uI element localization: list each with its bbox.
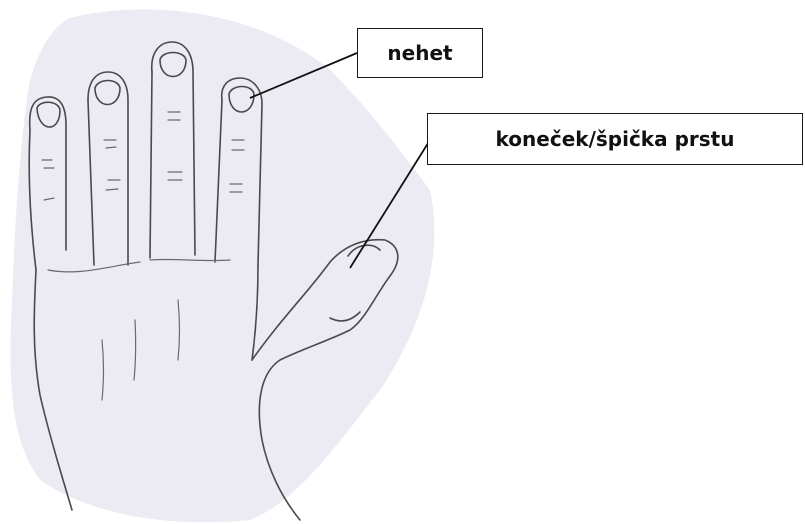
nail-label-text: nehet [387,41,453,65]
background-blob [10,9,435,523]
hand-outline [28,41,399,521]
nail-leader-line [249,52,358,99]
nail-label: nehet [357,28,483,78]
palm-lines [101,299,181,401]
fingertip-label-text: koneček/špička prstu [495,127,735,151]
fingertip-label: koneček/špička prstu [427,113,803,165]
fingertip-leader-line [349,139,431,269]
finger-creases [41,111,245,273]
